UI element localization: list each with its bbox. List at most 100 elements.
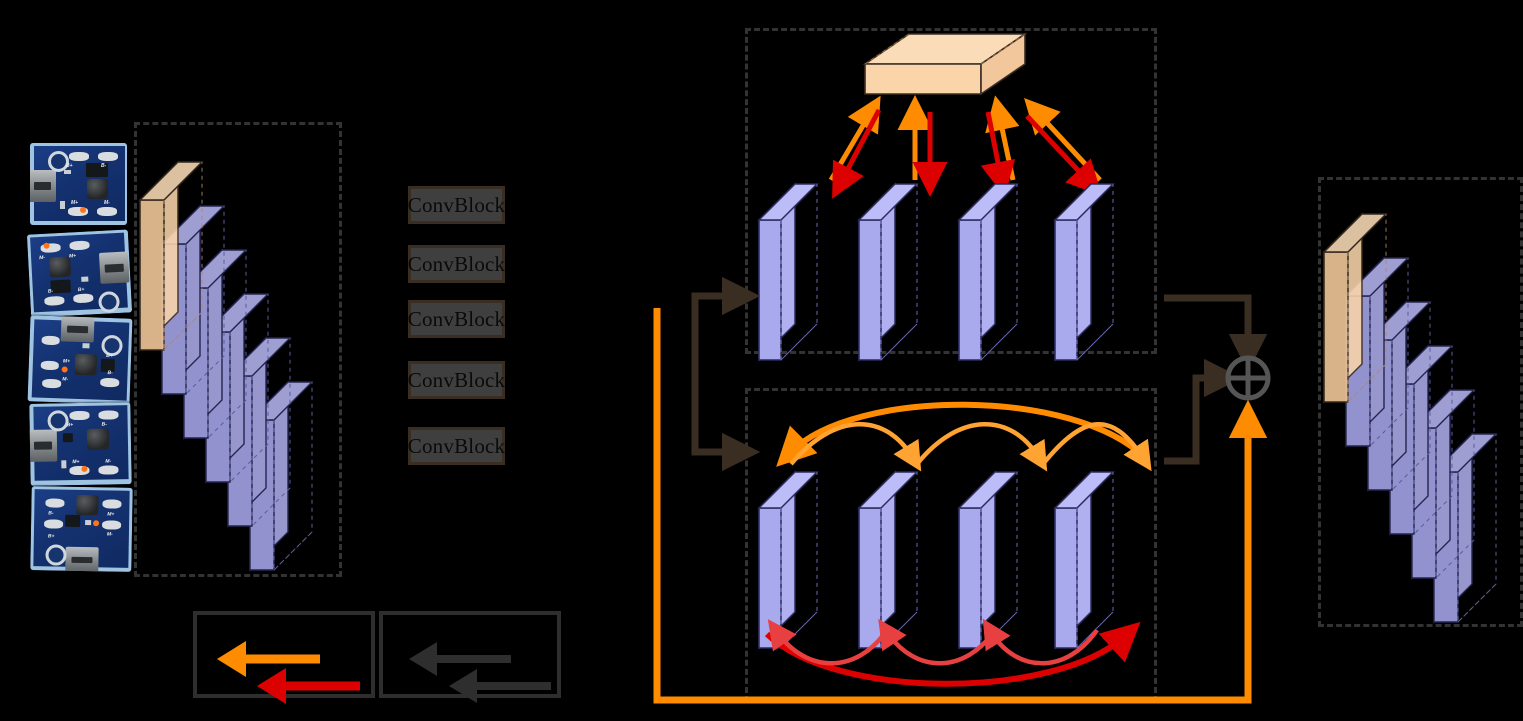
ic-chip-icon: [65, 514, 81, 527]
push-button-icon: [74, 353, 98, 376]
solder-pad: [98, 465, 119, 475]
splitter-to-top-module: [691, 276, 761, 380]
smd-component: [64, 170, 71, 174]
smd-component: [85, 520, 92, 526]
smd-component: [60, 201, 65, 209]
sum-node: [1225, 355, 1271, 401]
skip-arc-orange-short: [915, 422, 1048, 472]
silkscreen-label: M+: [107, 511, 115, 518]
skip-arc-orange-long: [776, 401, 1148, 467]
feature-block: [1053, 182, 1115, 362]
skip-arc-orange-short: [789, 422, 922, 472]
input-image-stack: B+ B- M+ M- M- M+ B- B+: [20, 135, 133, 575]
led-icon: [80, 207, 86, 213]
push-button-icon: [87, 179, 108, 199]
push-button-icon: [76, 494, 99, 516]
solder-pad: [44, 519, 64, 529]
silkscreen-label: B+: [47, 533, 55, 540]
mount-hole-icon: [48, 151, 69, 172]
splitter-to-bottom-module: [691, 380, 761, 472]
input-slab: [138, 160, 204, 352]
output-slab: [1322, 212, 1388, 404]
solder-pad: [40, 360, 59, 371]
smd-component: [61, 460, 67, 469]
silkscreen-label: M+: [62, 358, 71, 365]
connection-block1: [897, 95, 948, 197]
silkscreen-label: B-: [101, 163, 107, 169]
silkscreen-label: B+: [66, 422, 74, 429]
silkscreen-label: M-: [38, 254, 46, 262]
silkscreen-label: B+: [66, 163, 73, 169]
connection-block2: [980, 95, 1020, 197]
legend-arrow-dark-1: [409, 642, 511, 676]
feature-block: [857, 182, 919, 362]
solder-pad: [102, 499, 122, 509]
feature-block: [957, 470, 1019, 650]
smd-component: [82, 343, 90, 349]
ic-chip-icon: [62, 433, 73, 443]
aggregate-slab: [862, 32, 1028, 96]
led-icon: [81, 465, 88, 472]
silkscreen-label: B+: [77, 286, 85, 294]
led-icon: [93, 520, 100, 527]
feature-block: [757, 470, 819, 650]
skip-arc-red-short: [767, 619, 889, 666]
silkscreen-label: B+: [106, 352, 113, 360]
legend-arrow-orange: [217, 641, 320, 677]
solder-pad: [41, 335, 60, 346]
push-button-icon: [86, 428, 110, 450]
solder-pad: [98, 410, 119, 420]
conv-block-item[interactable]: ConvBlock: [408, 427, 505, 465]
solder-pad: [68, 207, 88, 216]
usb-connector-icon: [98, 251, 130, 284]
conv-block-item[interactable]: ConvBlock: [408, 245, 505, 283]
legend-box-dark: [379, 611, 561, 703]
legend-arrow-red: [257, 668, 360, 704]
ic-chip-icon: [86, 163, 108, 177]
usb-connector-icon: [65, 546, 99, 572]
decoder-feature-stack: [1322, 212, 1498, 624]
usb-connector-icon: [29, 429, 58, 462]
decoder-group-border: [1318, 177, 1523, 627]
top-module-to-sum: [1164, 294, 1268, 373]
feature-block: [857, 470, 919, 650]
feature-block: [957, 182, 1019, 362]
feature-block: [1053, 470, 1115, 650]
list-item: B+ B- M+ M-: [27, 315, 133, 405]
bottom-module-to-sum: [1164, 358, 1243, 465]
silkscreen-label: M-: [106, 531, 113, 538]
conv-block-item[interactable]: ConvBlock: [408, 361, 505, 399]
solder-pad: [98, 152, 118, 161]
list-item: B+ B- M+ M-: [30, 143, 127, 225]
solder-pad: [42, 378, 62, 389]
legend-arrow-dark-2: [449, 669, 551, 703]
silkscreen-label: M+: [71, 200, 79, 206]
encoder-feature-stack: [138, 160, 314, 572]
top-module-border: [745, 28, 1157, 354]
legend-box-colored: [193, 611, 375, 704]
silkscreen-label: M-: [104, 200, 110, 206]
solder-pad: [69, 410, 90, 421]
solder-pad: [69, 152, 89, 161]
usb-connector-icon: [60, 315, 95, 343]
skip-arc-orange-short: [1041, 422, 1152, 472]
connection-block3: [1024, 98, 1103, 196]
ic-chip-icon: [50, 279, 71, 294]
silkscreen-label: B-: [48, 510, 54, 517]
conv-block-item[interactable]: ConvBlock: [408, 300, 505, 338]
skip-arc-red-short: [982, 618, 1099, 666]
conv-block-column: ConvBlock ConvBlock ConvBlock ConvBlock …: [408, 186, 508, 466]
list-item: B+ B- M+ M-: [29, 402, 132, 486]
silkscreen-label: B-: [107, 369, 113, 377]
encoder-group-border: [134, 122, 342, 577]
orange-skip-connection: [653, 308, 1268, 704]
silkscreen-label: B-: [47, 288, 54, 295]
module-connectors: [653, 276, 1271, 704]
conv-block-item[interactable]: ConvBlock: [408, 186, 505, 224]
solder-pad: [101, 520, 122, 530]
feature-block: [757, 182, 819, 362]
bottom-recurrent-module: [757, 401, 1152, 687]
usb-connector-icon: [30, 170, 56, 202]
list-item: B- M+ B+ M-: [30, 486, 133, 572]
solder-pad: [45, 498, 65, 508]
